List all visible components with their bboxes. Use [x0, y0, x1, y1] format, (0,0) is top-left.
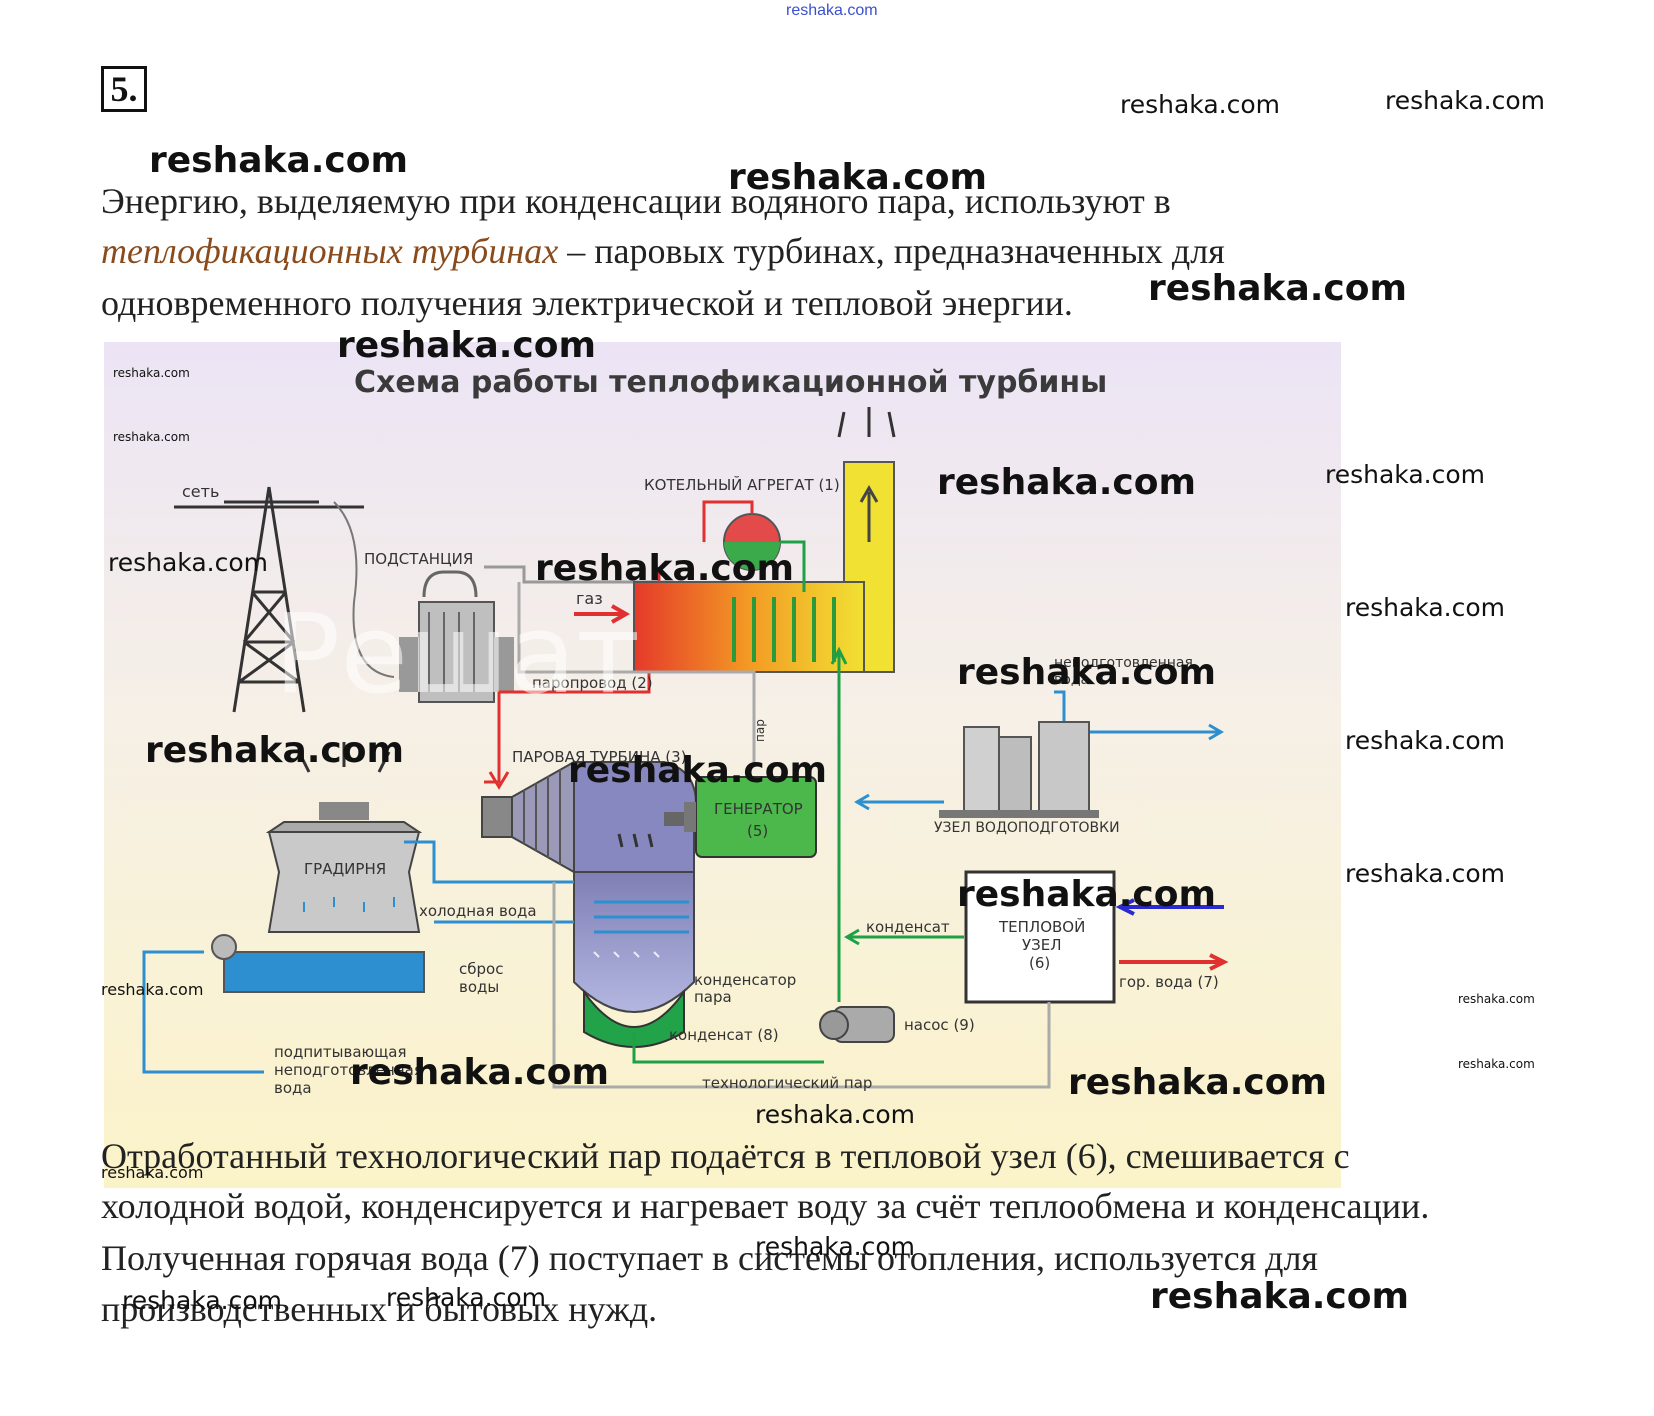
label-condenser-1: конденсатор [694, 971, 796, 989]
label-heat-node-1: ТЕПЛОВОЙ [998, 917, 1085, 936]
watermark: reshaka.com [957, 874, 1217, 915]
watermark: reshaka.com [108, 548, 268, 577]
label-steam-pipe: паропровод (2) [532, 674, 653, 692]
watermark: reshaka.com [937, 462, 1197, 503]
label-heat-node-2: УЗЕЛ [1022, 936, 1062, 954]
watermark: reshaka.com [1385, 86, 1545, 115]
intro-line-2-rest: – паровых турбинах, предназначенных для [558, 231, 1225, 271]
generator [684, 776, 817, 858]
cooling-pool [211, 934, 425, 993]
watermark: reshaka.com [149, 140, 409, 181]
cooling-tower [265, 742, 423, 933]
watermark: reshaka.com [728, 157, 988, 198]
label-steam-small: пар [753, 719, 767, 742]
label-makeup-3: вода [274, 1079, 312, 1097]
label-generator-2: (5) [747, 822, 768, 840]
condensate-pipes-green [632, 646, 964, 1064]
watermark: reshaka.com [101, 980, 204, 999]
outro-line-4: производственных и бытовых нужд. [101, 1289, 658, 1329]
watermark: reshaka.com [1150, 1276, 1410, 1317]
label-turbine: ПАРОВАЯ ТУРБИНА (3) [512, 748, 687, 766]
label-condensate: конденсат [866, 918, 950, 936]
label-process-steam: технологический пар [702, 1074, 872, 1092]
watermark: reshaka.com [1148, 268, 1408, 309]
watermark: reshaka.com [957, 652, 1217, 693]
watermark: reshaka.com [337, 325, 597, 366]
label-gas: газ [576, 589, 603, 608]
watermark: reshaka.com [145, 730, 405, 771]
highlighted-term: теплофикационных турбинах [101, 231, 559, 271]
label-raw-water-2: вода [1054, 672, 1089, 688]
power-pylon [174, 486, 364, 713]
watermark: reshaka.com [568, 750, 828, 791]
label-discharge-1: сброс [459, 960, 503, 978]
label-hot-water: гор. вода (7) [1119, 973, 1219, 991]
label-condenser-2: пара [694, 988, 732, 1006]
outro-line-2: холодной водой, конденсируется и нагрева… [101, 1186, 1430, 1226]
watermark: reshaka.com [755, 1100, 915, 1129]
watermark: reshaka.com [1345, 859, 1505, 888]
watermark: reshaka.com [755, 1232, 915, 1261]
watermark: reshaka.com [1325, 460, 1485, 489]
diagram-background [104, 342, 1341, 1188]
watermark: reshaka.com [1458, 992, 1535, 1006]
task-number: 5. [101, 66, 147, 112]
intro-line-1: Энергию, выделяемую при конденсации водя… [101, 181, 1171, 221]
cable-substation-to-boiler [484, 565, 674, 584]
watermark: reshaka.com [1458, 1057, 1535, 1071]
label-cooling-tower: ГРАДИРНЯ [304, 860, 386, 878]
label-grid: сеть [182, 482, 219, 501]
pump [819, 1006, 895, 1043]
site-header-link[interactable]: reshaka.com [786, 2, 878, 19]
watermark: reshaka.com [1345, 593, 1505, 622]
watermark: reshaka.com [350, 1052, 610, 1093]
watermark: reshaka.com [113, 430, 190, 444]
cable-grey [517, 582, 756, 767]
label-condensate-8: конденсат (8) [669, 1026, 779, 1044]
steam-pipe-red [484, 567, 661, 790]
watermark: reshaka.com [113, 366, 190, 380]
watermark: reshaka.com [1120, 90, 1280, 119]
turbine-flow-arrows [617, 833, 654, 848]
boiler-unit [633, 500, 865, 673]
label-discharge-2: воды [459, 978, 499, 996]
steam-condenser [573, 871, 695, 1048]
label-makeup-1: подпитывающая [274, 1043, 407, 1061]
diagram-title: Схема работы теплофикационной турбины [354, 365, 1107, 400]
diagram-watermark-large: Решат [274, 590, 640, 718]
watermark: reshaka.com [1068, 1062, 1328, 1103]
watermark: reshaka.com [1345, 726, 1505, 755]
label-heat-node-3: (6) [1029, 954, 1050, 972]
label-raw-water-1: неподготовленная [1054, 655, 1193, 671]
cable-to-substation [333, 501, 395, 678]
label-pump: насос (9) [904, 1016, 975, 1034]
outro-line-1: Отработанный технологический пар подаётс… [101, 1136, 1350, 1176]
heat-node [964, 870, 1229, 1004]
label-water-treatment: УЗЕЛ ВОДОПОДГОТОВКИ [934, 820, 1120, 836]
label-cold-water: холодная вода [419, 902, 537, 920]
intro-line-3: одновременного получения электрической и… [101, 283, 1073, 323]
label-makeup-2: неподготовленная [274, 1061, 423, 1079]
label-boiler: КОТЕЛЬНЫЙ АГРЕГАТ (1) [644, 475, 840, 494]
turbine-diagram: Схема работы теплофикационной турбины се… [104, 342, 1341, 1188]
watermark: reshaka.com [535, 548, 795, 589]
steam-turbine [481, 760, 697, 874]
watermark: reshaka.com [101, 1163, 204, 1182]
watermark: reshaka.com [122, 1286, 282, 1315]
watermark: reshaka.com [386, 1283, 546, 1312]
label-substation: ПОДСТАНЦИЯ [364, 550, 473, 568]
substation-transformer [399, 570, 514, 703]
water-treatment-unit [939, 721, 1099, 818]
label-generator-1: ГЕНЕРАТОР [714, 800, 803, 818]
process-steam-pipe [552, 882, 1051, 1089]
intro-line-2: теплофикационных турбинах – паровых турб… [101, 230, 1225, 272]
water-pipes-blue [142, 690, 1224, 1074]
gas-arrow [574, 604, 631, 624]
outro-line-3: Полученная горячая вода (7) поступает в … [101, 1238, 1318, 1278]
